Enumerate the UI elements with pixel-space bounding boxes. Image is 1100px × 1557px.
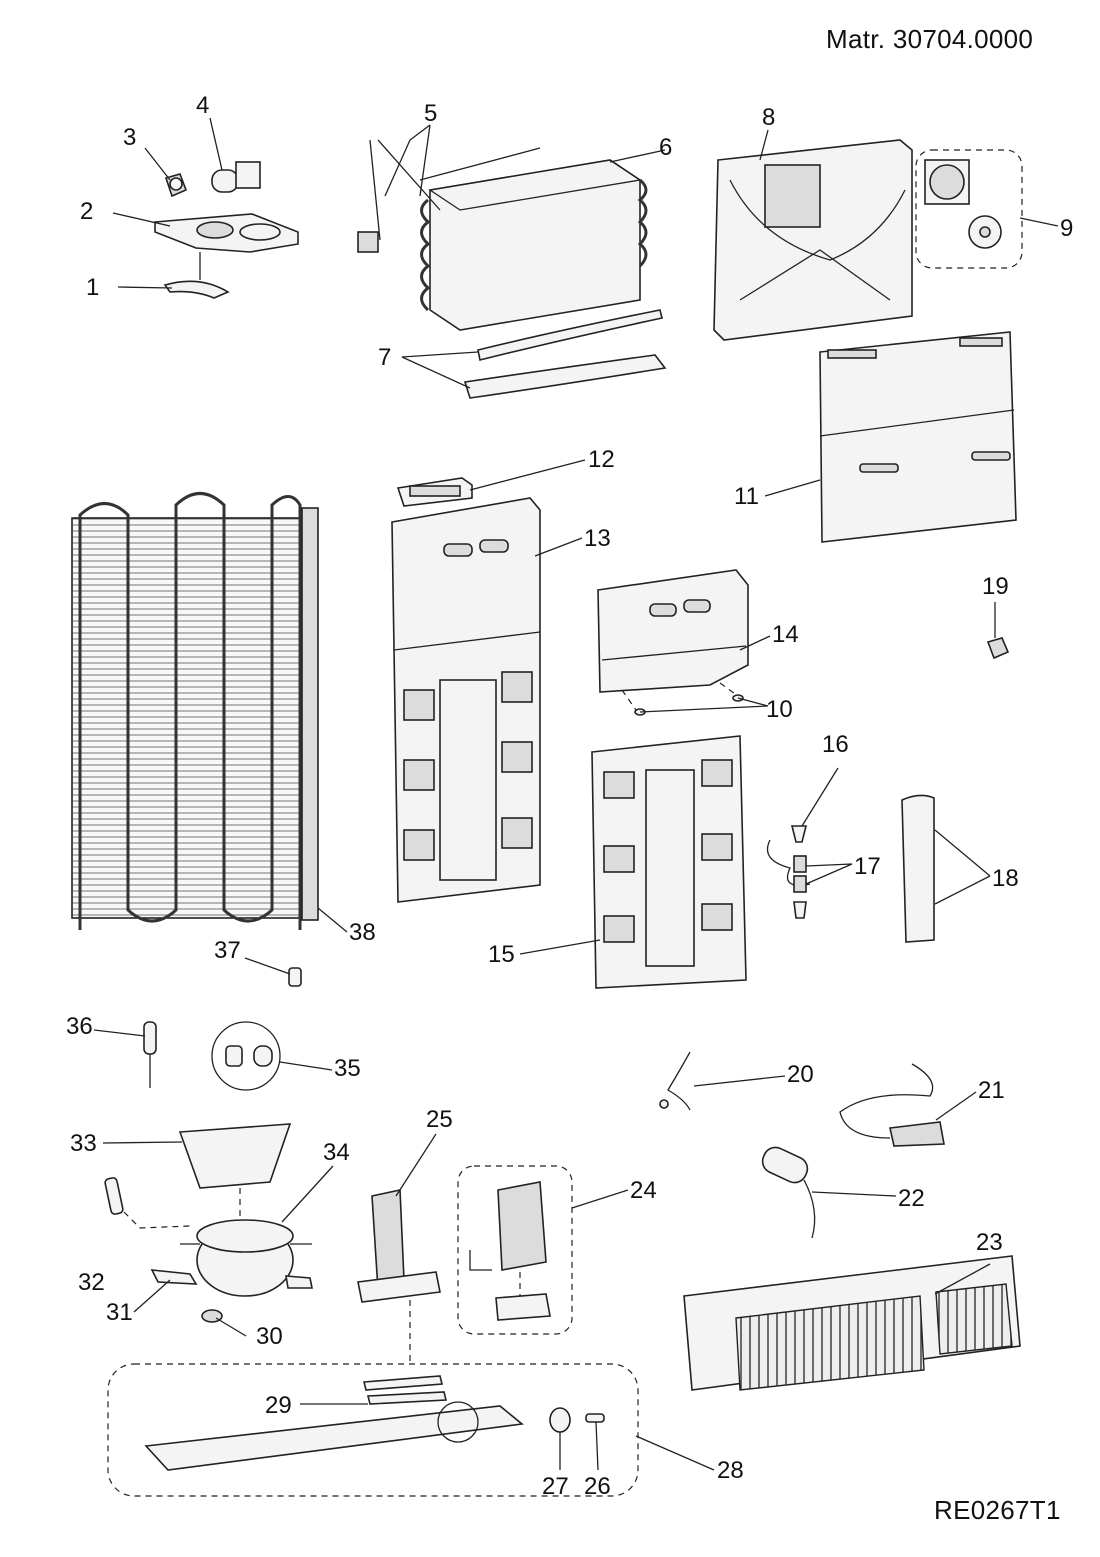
- leader-lines: [93, 117, 1059, 1471]
- callout-5: 5: [424, 100, 437, 127]
- part-26-pin: [585, 1413, 605, 1423]
- part-29-adhesive-strips: [362, 1375, 448, 1405]
- part-31-mounting-plate: [150, 1269, 313, 1289]
- callout-6: 6: [659, 134, 672, 161]
- part-1-drain-plug: [163, 280, 230, 299]
- callout-20: 20: [787, 1061, 814, 1088]
- part-22-capacitor: [761, 1146, 816, 1239]
- part-17-lamp-holders-wiring: [766, 839, 811, 919]
- callout-21: 21: [978, 1077, 1005, 1104]
- callout-26: 26: [584, 1473, 611, 1500]
- callout-35: 35: [334, 1055, 361, 1082]
- callout-4: 4: [196, 92, 209, 119]
- callout-14: 14: [772, 621, 799, 648]
- callout-25: 25: [426, 1106, 453, 1133]
- callout-12: 12: [588, 446, 615, 473]
- part-24-start-relay-kit: [457, 1165, 573, 1335]
- part-13-inner-panel: [391, 497, 541, 903]
- part-6-evaporator: [419, 147, 648, 331]
- callout-22: 22: [898, 1185, 925, 1212]
- part-12-shelf-insert: [396, 477, 473, 507]
- part-16-lamp: [790, 825, 808, 843]
- part-34-compressor: [180, 1219, 312, 1297]
- callout-10: 10: [766, 696, 793, 723]
- callout-7: 7: [378, 344, 391, 371]
- part-27-bushing: [549, 1407, 571, 1433]
- callout-11: 11: [734, 483, 759, 510]
- callout-27: 27: [542, 1473, 569, 1500]
- part-38-condenser: [71, 492, 319, 930]
- callout-37: 37: [214, 937, 241, 964]
- part-2-drip-tray: [154, 213, 299, 280]
- callout-16: 16: [822, 731, 849, 758]
- part-9-fan-kit: [915, 149, 1023, 269]
- callout-32: 32: [78, 1269, 105, 1296]
- part-21-power-cord: [839, 1063, 945, 1147]
- callout-18: 18: [992, 865, 1019, 892]
- part-33-evaporation-tray: [178, 1123, 292, 1222]
- callout-17: 17: [854, 853, 881, 880]
- callout-33: 33: [70, 1130, 97, 1157]
- part-15-rear-panel: [591, 735, 747, 989]
- part-25-fan-motor-bracket: [357, 1189, 441, 1303]
- callout-3: 3: [123, 124, 136, 151]
- callout-2: 2: [80, 198, 93, 225]
- part-23-rear-grille-cover: [683, 1255, 1021, 1391]
- callout-19: 19: [982, 573, 1009, 600]
- material-number: Matr. 30704.0000: [826, 24, 1034, 54]
- part-32-dryer-filter: [104, 1177, 191, 1229]
- callout-38: 38: [349, 919, 376, 946]
- drawing-reference: RE0267T1: [934, 1495, 1061, 1525]
- part-7-drip-gutters: [463, 309, 667, 399]
- callout-23: 23: [976, 1229, 1003, 1256]
- callout-15: 15: [488, 941, 515, 968]
- callout-34: 34: [323, 1139, 350, 1166]
- part-20-earth-wire: [659, 1051, 691, 1111]
- part-11-cover-panel: [819, 331, 1017, 543]
- part-36-process-tube: [143, 1021, 157, 1088]
- callout-8: 8: [762, 104, 775, 131]
- callout-9: 9: [1060, 215, 1073, 242]
- part-19-switch: [986, 637, 1010, 660]
- part-18-trim-strip: [901, 794, 935, 943]
- part-28-base-frame-kit: [107, 1300, 639, 1497]
- callout-24: 24: [630, 1177, 657, 1204]
- part-4-thermostat-bulb: [211, 161, 261, 193]
- callout-labels: 1 2 3 4 5 6 7 8 9 10 11 12 13 14 15 16 1…: [66, 92, 1073, 1500]
- callout-28: 28: [717, 1457, 744, 1484]
- callout-13: 13: [584, 525, 611, 552]
- callout-30: 30: [256, 1323, 283, 1350]
- part-8-fan-duct-panel: [713, 139, 913, 341]
- part-5-capillary-tube: [357, 139, 441, 253]
- callout-31: 31: [106, 1299, 133, 1326]
- callout-36: 36: [66, 1013, 93, 1040]
- callout-29: 29: [265, 1392, 292, 1419]
- callout-1: 1: [86, 274, 99, 301]
- part-35-grommet-set: [211, 1021, 281, 1091]
- part-3-lamp-socket: [164, 173, 188, 198]
- part-14-control-housing: [597, 569, 749, 693]
- part-37-spacer: [288, 967, 302, 987]
